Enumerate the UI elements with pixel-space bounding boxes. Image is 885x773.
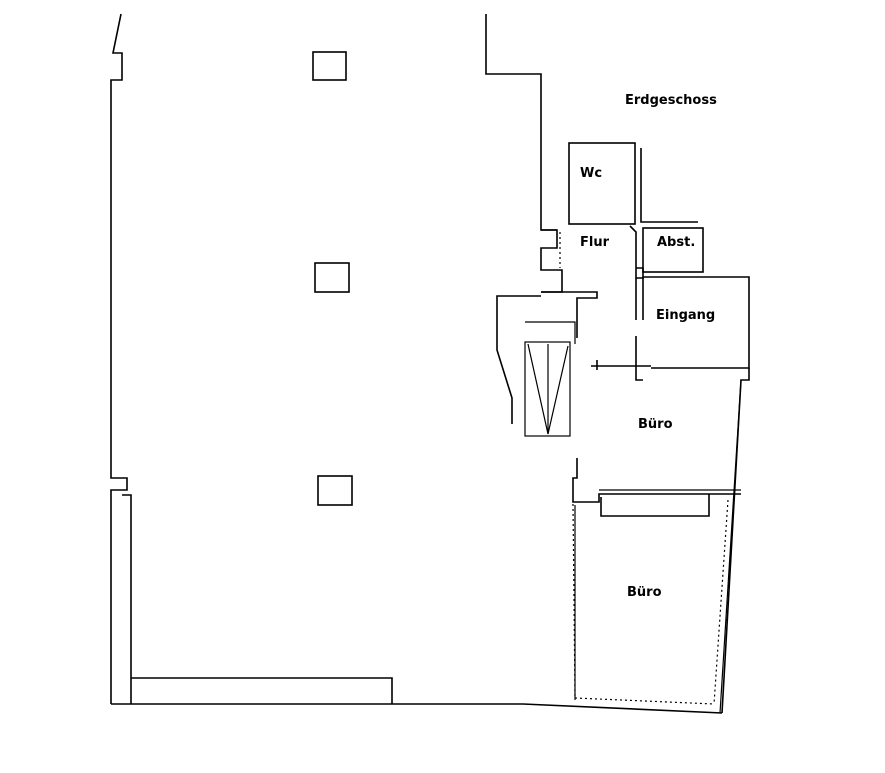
- right-outer-wall: [721, 368, 750, 714]
- wc-room: [568, 142, 698, 225]
- outer-walls: [110, 13, 750, 714]
- hall-right-top-wall: [485, 14, 557, 231]
- flur-area: [540, 225, 644, 338]
- room-label-wc: Wc: [580, 166, 602, 181]
- eingang-door-jamb: [635, 336, 643, 381]
- buero2-dotted-right: [713, 499, 729, 705]
- hall-bottom-wall: [111, 703, 723, 714]
- hall-left-wall: [110, 13, 128, 704]
- pillars: [312, 51, 353, 506]
- flur-left-wall: [540, 229, 563, 293]
- eingang-walls: [643, 276, 750, 369]
- abst-room: [642, 227, 704, 273]
- stair-outline: [496, 295, 541, 424]
- right-outer-wall-inner: [719, 379, 742, 714]
- buero1-room: [572, 360, 741, 503]
- buero2-room: [572, 494, 729, 705]
- hall-inner-left-wall: [122, 494, 132, 704]
- pillar: [314, 262, 350, 293]
- labels: Erdgeschoss Wc Flur Abst. Eingang Büro B…: [580, 93, 717, 600]
- wc-side-wall: [640, 148, 698, 223]
- flur-lower-wall: [541, 291, 598, 338]
- pillar: [317, 475, 353, 506]
- eingang-room: [635, 276, 750, 381]
- hall-bottom-bench: [131, 677, 393, 704]
- room-label-buero-2: Büro: [627, 585, 662, 600]
- room-label-eingang: Eingang: [656, 308, 715, 323]
- stair-area: [496, 295, 576, 437]
- room-label-abst: Abst.: [657, 235, 695, 250]
- flur-right-wall: [629, 225, 644, 279]
- abst-walls: [642, 227, 704, 273]
- stair-box: [524, 341, 571, 437]
- buero2-cabinet: [600, 494, 710, 517]
- pillar: [312, 51, 347, 81]
- stair-inner: [525, 321, 576, 344]
- plan-title: Erdgeschoss: [625, 93, 717, 108]
- buero1-left-wall: [572, 458, 741, 503]
- room-label-buero-1: Büro: [638, 417, 673, 432]
- room-label-flur: Flur: [580, 235, 610, 250]
- buero2-dotted-bottom: [574, 697, 715, 705]
- wc-walls: [568, 142, 636, 225]
